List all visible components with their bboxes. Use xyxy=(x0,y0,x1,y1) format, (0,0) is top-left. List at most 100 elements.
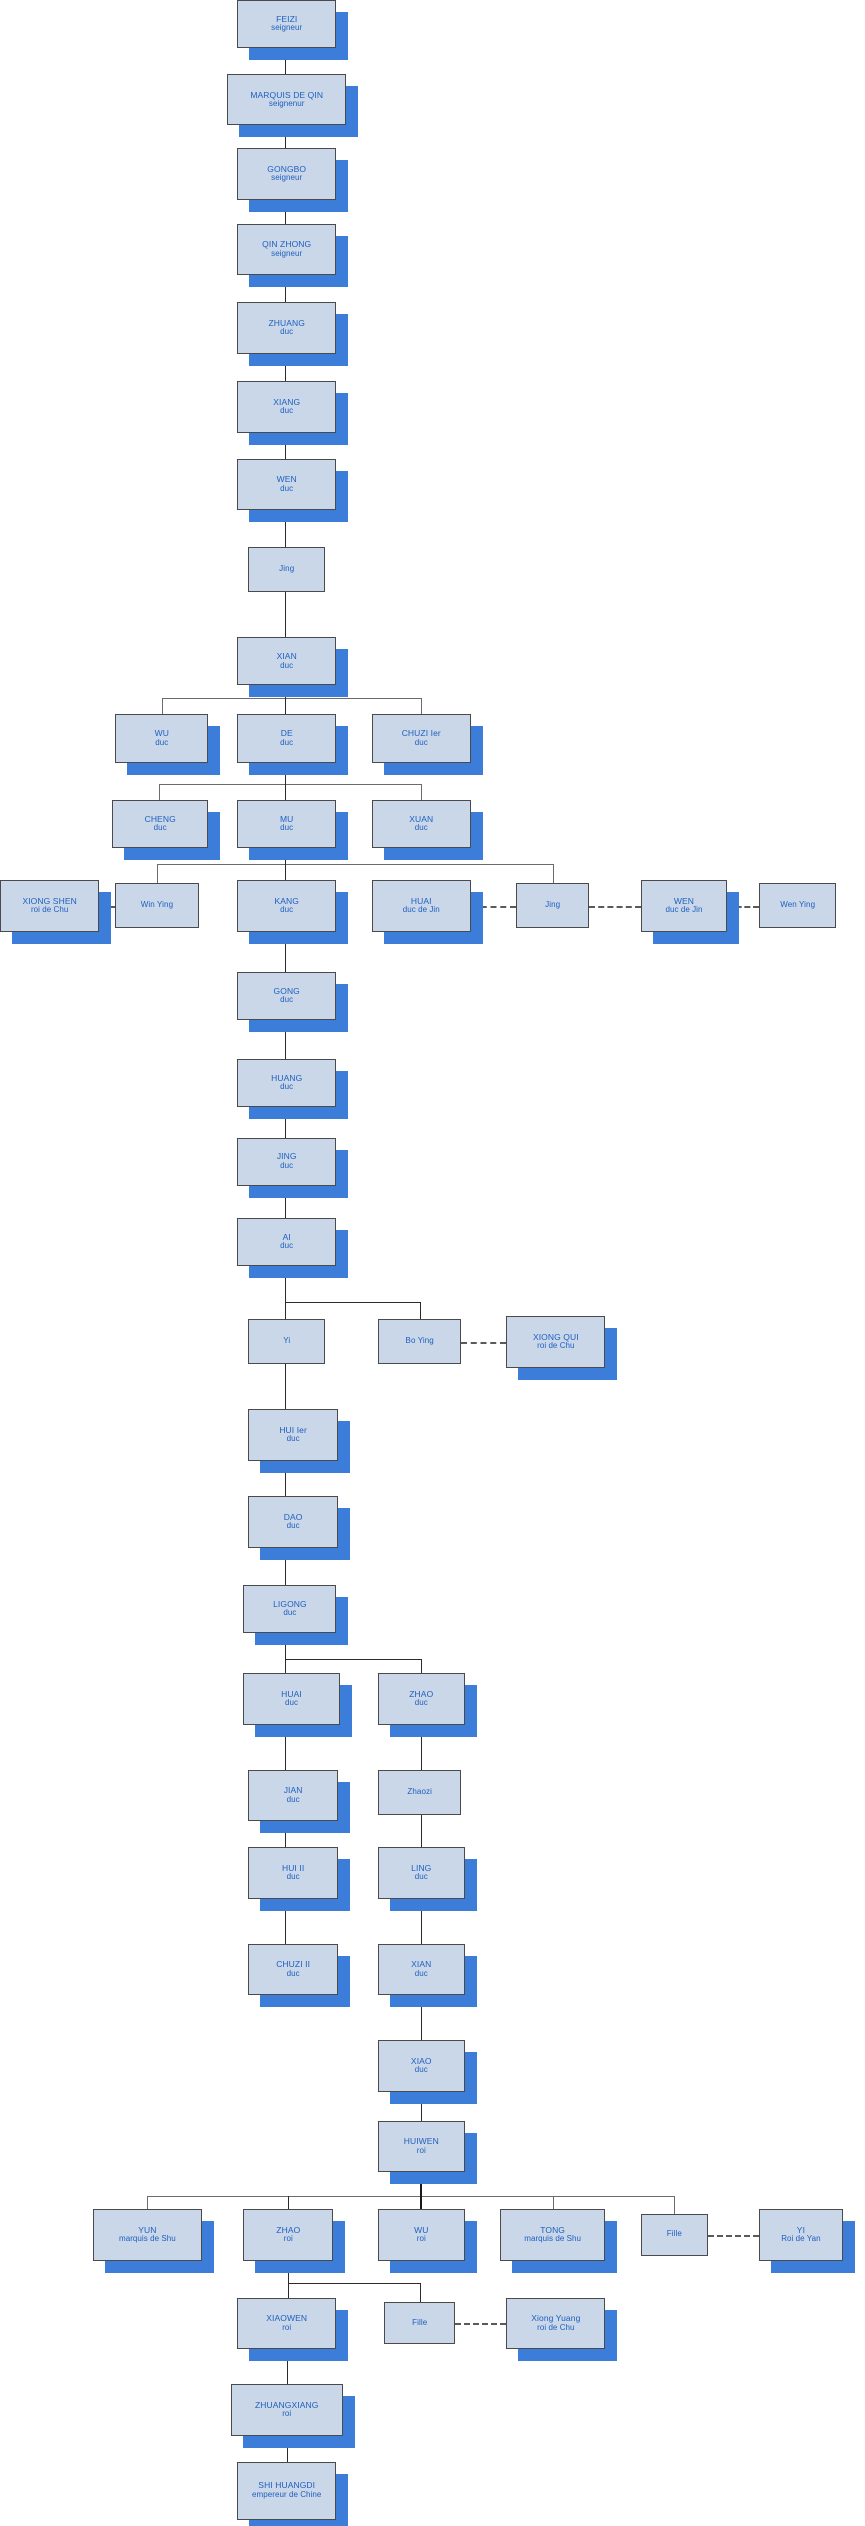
node-fille1[interactable]: Fille xyxy=(640,2213,708,2256)
node-name: ZHAO xyxy=(409,1688,434,1699)
node-name: XIAO xyxy=(410,2055,432,2066)
connector-ai-to-boying xyxy=(419,1301,421,1320)
connector-de-bus xyxy=(158,783,422,785)
node-name: XIAN xyxy=(411,1959,432,1970)
node-title: duc xyxy=(414,1968,428,1978)
node-jing1[interactable]: Jing xyxy=(248,547,326,593)
connector-mu-to-winying xyxy=(156,863,158,884)
node-yi1[interactable]: Yi xyxy=(248,1319,326,1365)
node-name: XIONG QUI xyxy=(532,1331,579,1342)
connector-ligong-bus xyxy=(285,1658,422,1660)
node-name: HUAI xyxy=(281,1688,302,1699)
connector-huiwen-to-yun xyxy=(147,2196,149,2210)
marriage-jing2-wenjin xyxy=(589,905,641,908)
node-title: duc xyxy=(414,823,428,833)
connector-xiang-wen xyxy=(285,432,287,459)
node-name: Fille xyxy=(666,2229,682,2239)
node-bo_ying[interactable]: Bo Ying xyxy=(378,1319,462,1365)
node-title: duc xyxy=(280,737,294,747)
connector-mu-bus xyxy=(156,863,553,865)
node-title: roi xyxy=(283,2234,293,2244)
node-name: Zhaozi xyxy=(407,1786,432,1796)
node-title: roi xyxy=(282,2409,292,2419)
node-wen_ying[interactable]: Wen Ying xyxy=(759,883,837,929)
node-fille2[interactable]: Fille xyxy=(384,2302,455,2345)
connector-de-to-xuan xyxy=(421,783,423,800)
connector-xiaowen-zhuangxiang xyxy=(286,2349,288,2385)
connector-zhaoroi-to-fille2 xyxy=(419,2283,421,2303)
node-title: roi xyxy=(416,2145,426,2155)
node-jing2[interactable]: Jing xyxy=(515,883,590,929)
node-name: LING xyxy=(411,1862,432,1873)
connector-huiwen-to-wu xyxy=(419,2196,422,2210)
node-title: roi xyxy=(282,2322,292,2332)
node-name: XIAOWEN xyxy=(266,2313,308,2324)
connector-ai-down xyxy=(285,1266,287,1302)
connector-xian-to-wu xyxy=(161,698,163,715)
node-win_ying[interactable]: Win Ying xyxy=(115,883,199,929)
marriage-huaijin-jing2 xyxy=(470,905,516,908)
node-title: duc xyxy=(414,1698,428,1708)
connector-gong-huang xyxy=(285,1020,287,1059)
node-name: Yi xyxy=(283,1336,291,1346)
node-name: Jing xyxy=(279,564,295,574)
node-title: duc xyxy=(280,1082,294,1092)
node-title: duc xyxy=(280,1241,294,1251)
connector-ligong-to-huai xyxy=(285,1658,287,1674)
connector-jing3-ai xyxy=(285,1185,287,1218)
connector-zhuang-xiang xyxy=(285,353,287,382)
node-name: MARQUIS DE QIN xyxy=(250,89,324,100)
node-title: duc xyxy=(280,823,294,833)
node-zhaozi[interactable]: Zhaozi xyxy=(378,1769,462,1815)
node-name: WU xyxy=(154,728,169,739)
node-name: Xiong Yuang xyxy=(531,2313,581,2324)
node-name: MU xyxy=(280,813,294,824)
node-title: duc xyxy=(284,1698,299,1708)
node-name: Wen Ying xyxy=(780,900,816,910)
